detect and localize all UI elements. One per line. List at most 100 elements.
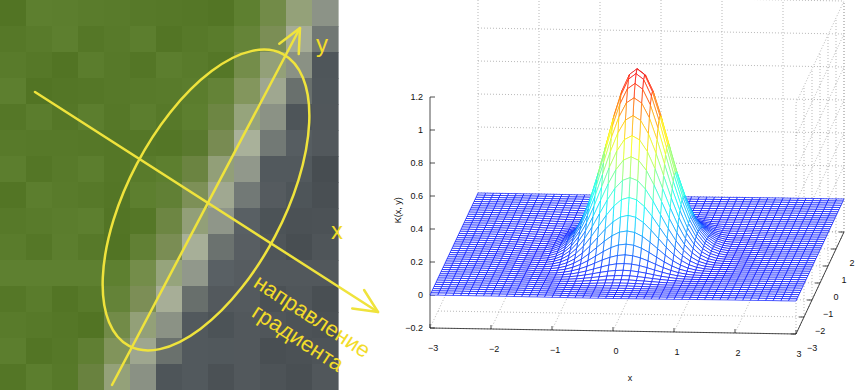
photo-pixel [156, 26, 183, 53]
grid-line [796, 199, 844, 301]
photo-pixel [104, 286, 131, 313]
photo-pixel [26, 104, 53, 131]
photo-pixel [208, 130, 235, 157]
photo-pixel [78, 52, 105, 79]
photo-pixel [130, 260, 157, 287]
photo-pixel [52, 208, 79, 235]
grid-line [552, 228, 600, 330]
photo-pixel [156, 182, 183, 209]
photo-pixel [52, 286, 79, 313]
photo-pixel [130, 0, 157, 27]
photo-pixel [52, 52, 79, 79]
photo-pixel [26, 130, 53, 157]
tick-mark [430, 130, 435, 131]
photo-pixel [78, 312, 105, 339]
grid-line [491, 227, 539, 329]
photo-pixel [208, 338, 235, 365]
photo-pixel [104, 104, 131, 131]
grid-line [844, 1, 845, 232]
photo-pixel [52, 78, 79, 105]
photo-pixel [234, 338, 261, 365]
photo-pixel [130, 104, 157, 131]
photo-pixel [156, 260, 183, 287]
photo-pixel [130, 26, 157, 53]
photo-pixel [156, 312, 183, 339]
photo-pixel [182, 364, 209, 390]
photo-pixel [130, 52, 157, 79]
photo-pixel [0, 78, 27, 105]
photo-pixel [286, 208, 313, 235]
photo-pixel [130, 234, 157, 261]
tick-mark [430, 324, 431, 328]
tick-mark [799, 317, 804, 318]
photo-pixel [0, 260, 27, 287]
photo-pixel [52, 338, 79, 365]
photo-pixel [26, 260, 53, 287]
mesh-cell [627, 215, 636, 232]
photo-pixel [312, 182, 339, 209]
photo-pixel [0, 364, 27, 390]
grid-line [796, 232, 844, 334]
tick-mark [815, 283, 820, 284]
photo-pixel [0, 0, 27, 27]
z-axis [430, 97, 431, 328]
photo-pixel [234, 0, 261, 27]
photo-pixel [104, 26, 131, 53]
photo-pixel [286, 0, 313, 27]
photo-pixel [78, 286, 105, 313]
photo-pixel [312, 0, 339, 27]
tick-mark [735, 329, 736, 333]
photo-pixel [26, 312, 53, 339]
grid-line [613, 229, 661, 331]
grid-line [796, 67, 844, 169]
photo-pixel [312, 156, 339, 183]
photo-pixel [182, 130, 209, 157]
tick-mark [674, 328, 675, 332]
photo-pixel [26, 286, 53, 313]
photo-pixel [78, 364, 105, 390]
mesh-cell [629, 178, 638, 200]
photo-pixel [0, 312, 27, 339]
photo-pixel [182, 286, 209, 313]
photo-pixel [208, 260, 235, 287]
mesh-cell [618, 231, 627, 245]
photo-pixel [182, 52, 209, 79]
photo-pixel [104, 156, 131, 183]
photo-pixel [260, 104, 287, 131]
back-wall [478, 0, 844, 232]
photo-pixel [286, 364, 313, 390]
photo-pixel [286, 52, 313, 79]
photo-pixel [156, 208, 183, 235]
photo-pixel [0, 26, 27, 53]
grid-line [478, 0, 844, 1]
photo-pixel [208, 104, 235, 131]
tick-mark [552, 326, 553, 330]
photo-pixel [78, 338, 105, 365]
photo-pixel [52, 364, 79, 390]
photo-pixel [182, 234, 209, 261]
photo-pixel [78, 260, 105, 287]
photo-pixel [52, 156, 79, 183]
tick-mark [823, 266, 828, 267]
y-axis [796, 232, 844, 334]
photo-pixel [0, 338, 27, 365]
photo-pixel [26, 364, 53, 390]
mesh-cell [630, 157, 639, 181]
photo-pixel [182, 208, 209, 235]
photo-pixel [260, 0, 287, 27]
mesh-cell [625, 244, 634, 256]
mesh-cell [631, 136, 640, 161]
photo-pixel [130, 208, 157, 235]
photo-pixel [156, 130, 183, 157]
grid-line [674, 230, 722, 332]
photo-pixel [0, 52, 27, 79]
photo-pixel [260, 78, 287, 105]
photo-pixel [182, 0, 209, 27]
grid-line [796, 34, 844, 136]
grid-line [796, 1, 844, 103]
photo-pixel [208, 78, 235, 105]
photo-pixel [78, 0, 105, 27]
photo-pixel [52, 182, 79, 209]
photo-pixel [312, 104, 339, 131]
grid-line [478, 28, 844, 34]
